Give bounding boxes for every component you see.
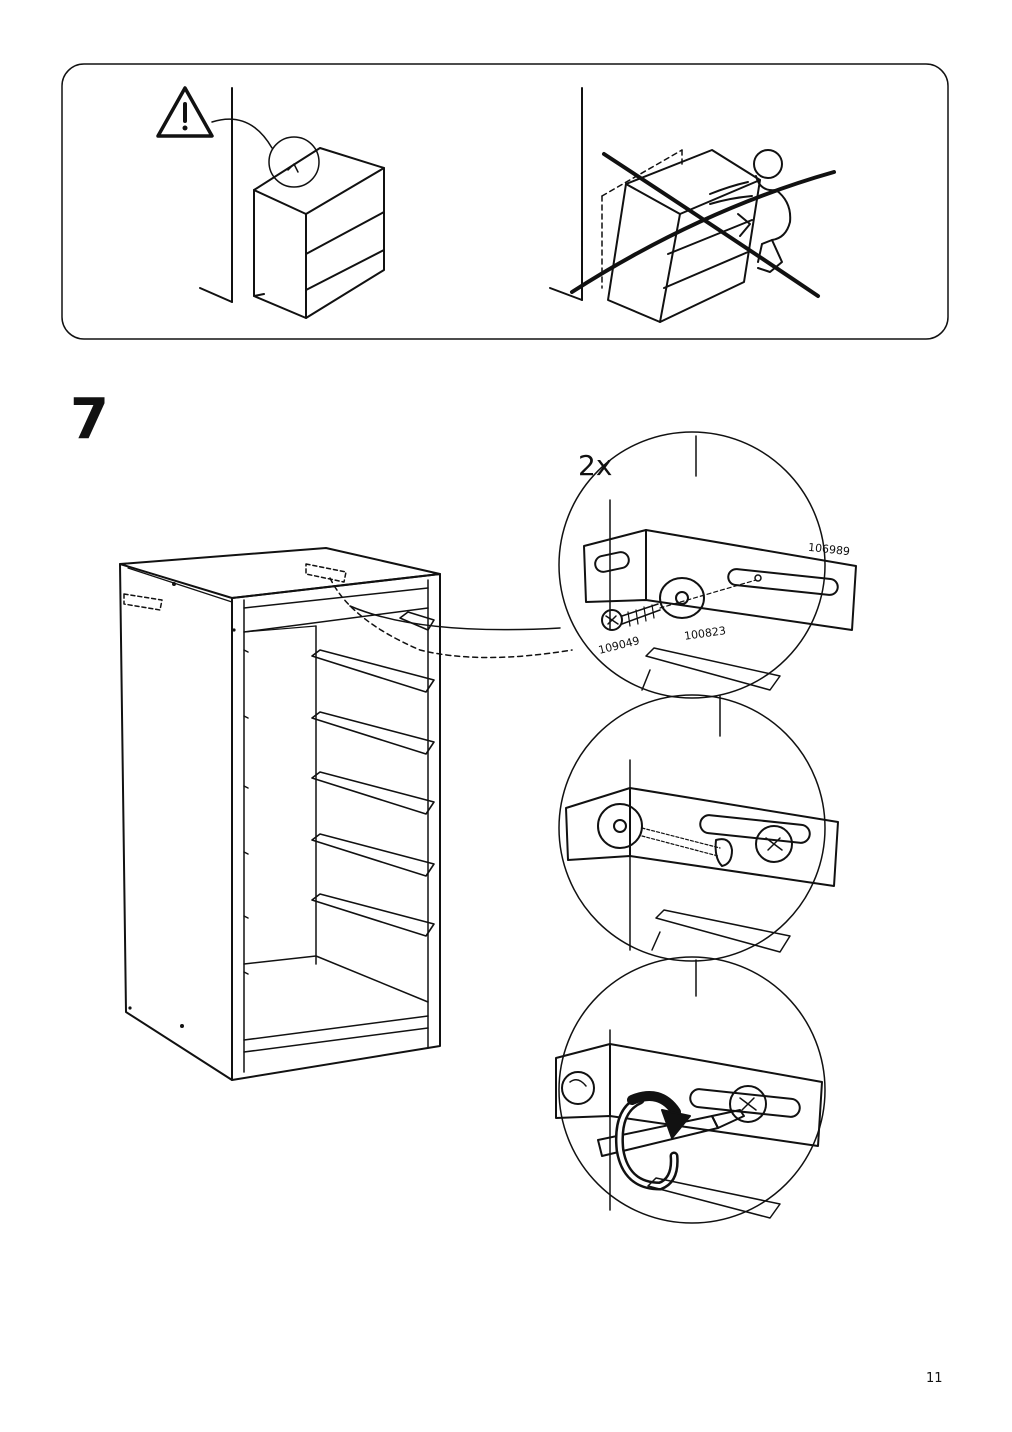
detail-circle-parts: [558, 431, 857, 699]
detail-circle-tighten: [555, 956, 826, 1224]
prohibited-tipping-shelf-scene: [549, 87, 836, 323]
warning-panel: [61, 63, 949, 340]
warning-triangle-icon: [156, 86, 214, 138]
detail-callout-circle: [268, 136, 320, 188]
quantity-label: 2x: [578, 449, 613, 482]
page-number: 11: [926, 1371, 943, 1386]
correct-anchored-shelf-scene: [199, 87, 385, 319]
prohibited-cross-icon: [570, 170, 836, 294]
detail-circle-inserted: [558, 694, 839, 962]
frame-perspective-drawing: [119, 547, 573, 1081]
clockwise-rotation-arrow-icon: [614, 1091, 691, 1191]
step-number: 7: [70, 387, 109, 452]
